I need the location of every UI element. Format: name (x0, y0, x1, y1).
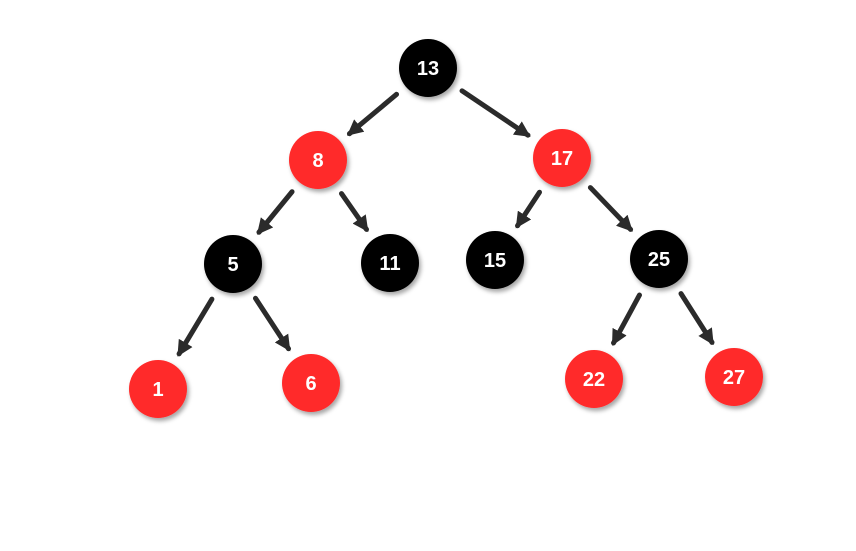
node-circle (466, 231, 524, 289)
tree-node-25: 25 (630, 230, 688, 288)
edge-25-to-27 (678, 291, 715, 346)
node-circle (282, 354, 340, 412)
node-circle (533, 129, 591, 187)
tree-node-22: 22 (565, 350, 623, 408)
nodes-layer: 13 8 17 5 11 15 25 1 (129, 39, 763, 418)
node-label: 8 (312, 150, 323, 172)
node-circle (705, 348, 763, 406)
node-circle (204, 235, 262, 293)
edge-13-to-8 (346, 91, 400, 137)
node-label: 17 (551, 148, 573, 170)
node-label: 1 (152, 379, 163, 401)
node-label: 6 (305, 373, 316, 395)
edge-17-to-15 (515, 189, 542, 229)
tree-node-6: 6 (282, 354, 340, 412)
tree-node-17: 17 (533, 129, 591, 187)
edge-13-to-17 (459, 88, 531, 138)
node-label: 11 (379, 253, 400, 275)
tree-node-11: 11 (361, 234, 419, 292)
node-circle (565, 350, 623, 408)
node-label: 22 (583, 369, 605, 391)
tree-node-1: 1 (129, 360, 187, 418)
node-label: 27 (723, 367, 745, 389)
node-label: 5 (227, 254, 238, 276)
node-circle (129, 360, 187, 418)
edge-5-to-6 (252, 295, 292, 352)
tree-node-15: 15 (466, 231, 524, 289)
node-label: 25 (648, 249, 670, 271)
edge-8-to-5 (256, 189, 295, 235)
node-circle (361, 234, 419, 292)
edge-8-to-11 (338, 191, 370, 233)
edges-layer (176, 88, 715, 357)
node-circle (399, 39, 457, 97)
tree-node-5: 5 (204, 235, 262, 293)
tree-node-27: 27 (705, 348, 763, 406)
tree-node-8: 8 (289, 131, 347, 189)
node-label: 15 (484, 250, 506, 272)
node-circle (630, 230, 688, 288)
node-circle (289, 131, 347, 189)
edge-5-to-1 (176, 296, 215, 357)
edge-17-to-25 (587, 185, 634, 232)
tree-node-13: 13 (399, 39, 457, 97)
node-label: 13 (417, 58, 439, 80)
edge-25-to-22 (611, 292, 642, 346)
